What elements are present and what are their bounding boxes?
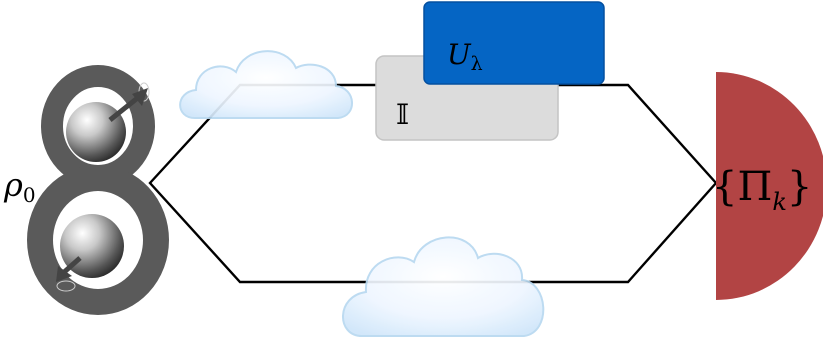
measurement-label: {Πk}: [712, 164, 812, 216]
upper-spin-ball: [66, 102, 126, 162]
cloud-icon: [179, 50, 353, 119]
figure-eight-entangled-source-icon: [27, 65, 169, 315]
half-disk-detector-icon: [716, 72, 823, 300]
unitary-operator-label: Uλ: [447, 38, 483, 75]
unitary-subscript: λ: [471, 53, 483, 75]
measurement-close-brace: }: [787, 164, 812, 210]
measurement-subscript: k: [772, 188, 787, 216]
identity-operator-label: 𝕀: [396, 98, 409, 131]
cloud-icon: [342, 236, 545, 337]
initial-state-label: ρ0: [3, 166, 36, 207]
initial-state-subscript: 0: [23, 183, 36, 207]
unitary-gate-box: [423, 1, 605, 85]
